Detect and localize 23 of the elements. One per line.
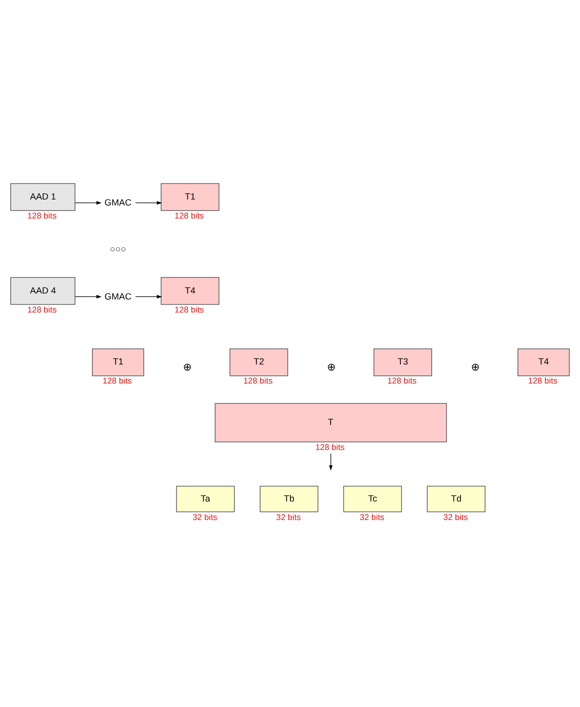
node-label: 128 bits	[243, 376, 273, 386]
arrow	[135, 201, 162, 205]
node-label: 32 bits	[192, 512, 218, 522]
node-label: 32 bits	[360, 512, 384, 522]
node-label: 128 bits	[174, 304, 204, 314]
node-label: 128 bits	[27, 304, 57, 314]
label: ⊕	[182, 362, 191, 374]
node-label: 128 bits	[27, 210, 57, 221]
arrow	[135, 294, 162, 298]
node-label: 32 bits	[443, 512, 468, 522]
node-label: 128 bits	[387, 376, 417, 386]
node-text: GMAC	[104, 198, 132, 208]
node-text: GMAC	[104, 291, 132, 302]
label: ○○○	[110, 244, 126, 254]
label: ⊕	[470, 362, 479, 374]
node-label: 128 bits	[315, 442, 345, 452]
arrow	[74, 201, 102, 205]
arrow	[74, 294, 102, 298]
label: ⊕	[326, 362, 335, 374]
node-label: 32 bits	[276, 512, 301, 522]
node-label: 128 bits	[174, 210, 204, 221]
node-label: 128 bits	[102, 376, 132, 386]
node-label: 128 bits	[528, 376, 558, 386]
